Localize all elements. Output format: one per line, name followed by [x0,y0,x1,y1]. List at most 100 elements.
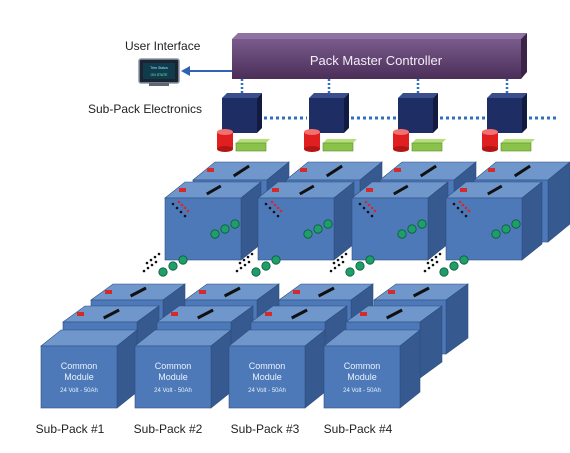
module-strap-icon [206,184,222,196]
subpack-electronics-unit [304,79,357,152]
status-led-icon [501,224,511,234]
series-dot [464,214,468,218]
series-dot [452,202,456,206]
subpack-electronics-group [217,79,535,152]
status-led-icon [210,229,220,239]
connector-led-icon [459,255,469,265]
upper-module-row [164,161,570,261]
connector-dot [142,269,146,273]
module-strap-icon [103,308,120,320]
series-dot [467,209,471,213]
module-strap-icon [299,184,315,196]
module-connectors [142,252,469,277]
module-title-line-1: Common [155,361,192,371]
module-terminal-icon [199,290,206,294]
circuit-board-icon [411,142,443,152]
connector-dot [149,258,153,262]
module-spec: 24 Volt - 50Ah [154,388,192,394]
connector-dot [145,261,149,265]
connector-led-icon [271,255,281,265]
circuit-board-icon [235,142,267,152]
status-led-icon [220,224,230,234]
upper-module-front [164,181,262,261]
status-led-icon [407,224,417,234]
module-terminal-icon [366,188,373,192]
user-interface-label: User Interface [125,39,201,53]
series-dot [460,210,464,214]
connector-dot [333,266,337,270]
status-led-icon [230,219,240,229]
connector-dot [242,258,246,262]
connector-dot [336,258,340,262]
controller-label: Pack Master Controller [310,53,443,68]
connector-led-icon [345,267,355,277]
module-terminal-icon [300,168,307,172]
series-dot [458,200,462,204]
module-terminal-icon [460,188,467,192]
module-terminal-icon [77,312,84,316]
module-terminal-icon [293,290,300,294]
upper-module-front [257,181,355,261]
connector-dot [430,258,434,262]
connector-dot [238,261,242,265]
connector-dot [150,263,154,267]
connector-dot [438,252,442,256]
subpack-label-4: Sub-Pack #4 [324,422,393,436]
module-terminal-icon [171,312,178,316]
series-dot [179,210,183,214]
module-strap-icon [325,164,343,178]
connector-led-icon [251,267,261,277]
subpack-electronics-label: Sub-Pack Electronics [88,102,202,116]
series-dot [370,214,374,218]
connector-dot [146,266,150,270]
module-strap-icon [291,308,308,320]
series-dot [461,203,465,207]
connector-dot [157,252,161,256]
module-strap-icon [412,286,430,298]
connector-dot [340,255,344,259]
series-dot [183,214,187,218]
module-strap-icon [393,184,409,196]
module-title-line-2: Module [347,372,377,382]
module-terminal-icon [394,168,401,172]
connector-dot [341,260,345,264]
module-spec: 24 Volt - 50Ah [60,388,98,394]
connector-dot [329,269,333,273]
series-dot [186,209,190,213]
module-terminal-icon [207,168,214,172]
module-terminal-icon [360,312,367,316]
connector-dot [431,263,435,267]
pack-master-controller: Pack Master Controller [232,33,527,79]
circuit-board-icon [500,142,532,152]
module-title-line-2: Module [64,372,94,382]
connector-led-icon [355,261,365,271]
connector-led-icon [365,255,375,265]
module-strap-icon [197,308,214,320]
module-terminal-icon [488,168,495,172]
controller-to-ui-arrow [181,66,232,76]
series-dot [464,206,468,210]
module-strap-icon [232,164,250,178]
series-dot [273,203,277,207]
connector-led-icon [168,261,178,271]
connector-dot [154,260,158,264]
connector-dot [247,260,251,264]
module-title-line-1: Common [61,361,98,371]
series-dot [268,206,272,210]
series-dot [279,209,283,213]
upper-module-front [445,181,543,261]
status-led-icon [303,229,313,239]
subpack-label-1: Sub-Pack #1 [36,422,105,436]
series-dot [276,214,280,218]
connector-dot [250,252,254,256]
series-dot [270,200,274,204]
series-dot [177,200,181,204]
series-dot [276,206,280,210]
module-terminal-icon [388,290,395,294]
